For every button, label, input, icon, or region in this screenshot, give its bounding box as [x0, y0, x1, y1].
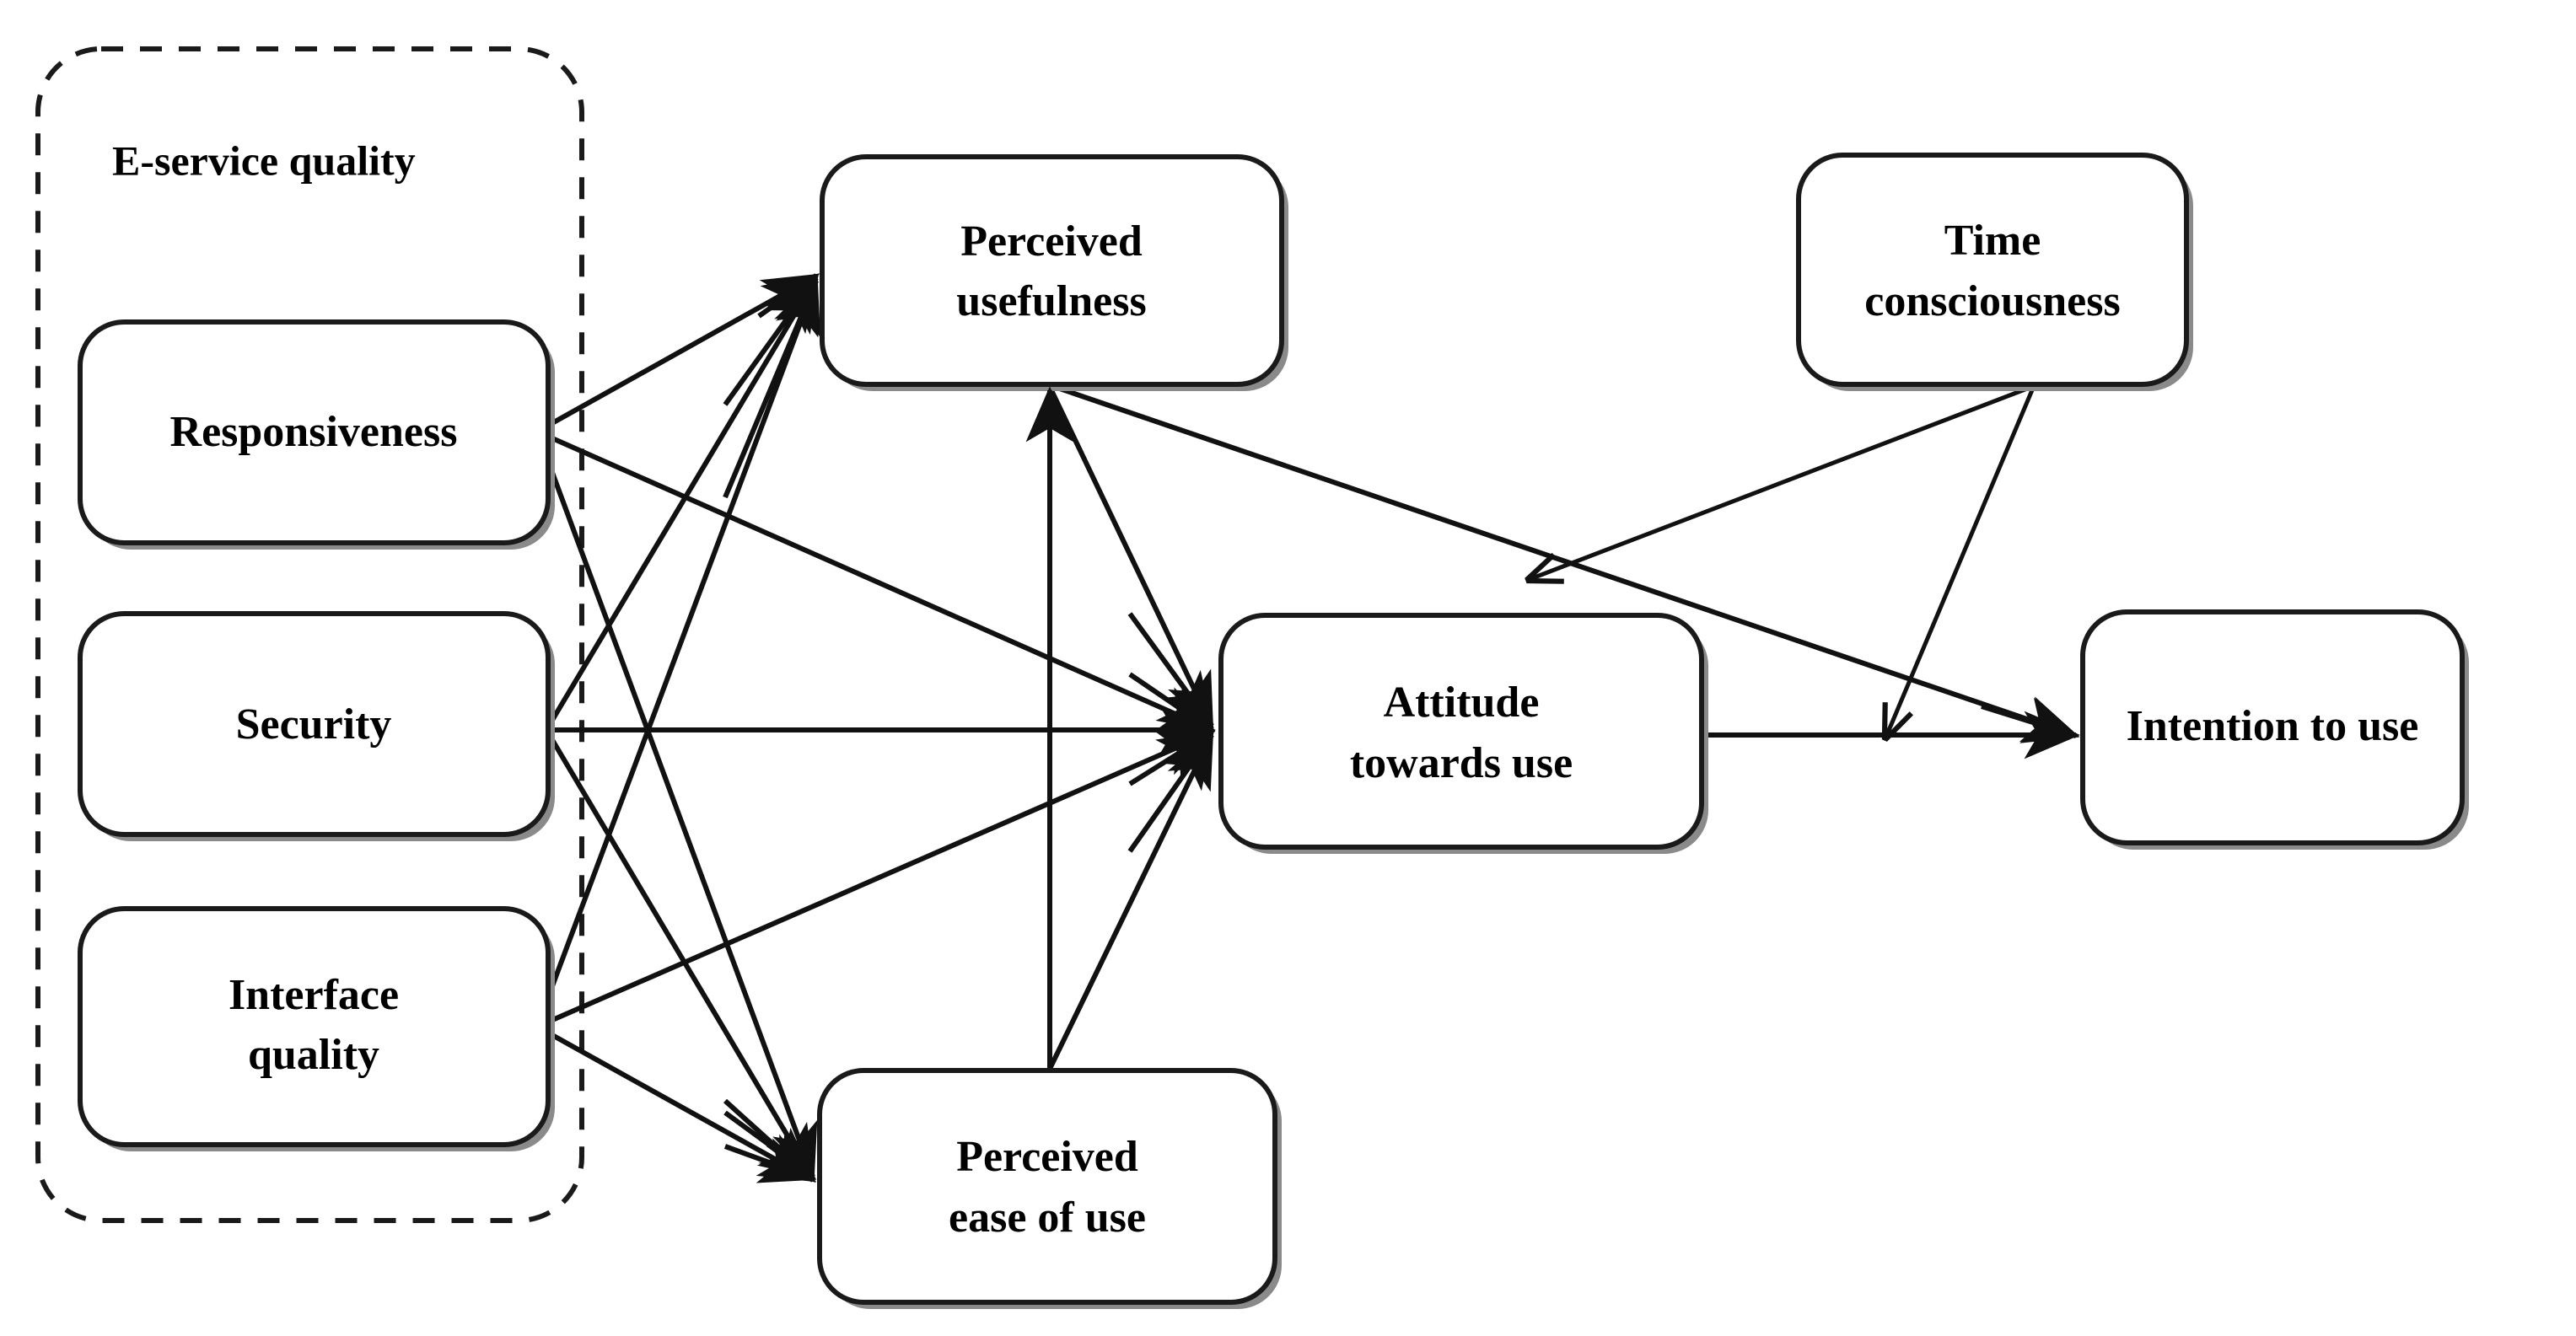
node-label-attitude-line2: towards use — [1350, 739, 1573, 787]
arrowhead-overlay-att-d — [1127, 612, 1214, 729]
node-border — [817, 1068, 1277, 1305]
node-border — [1218, 613, 1704, 850]
node-label-time-consciousness-line2: consciousness — [1864, 277, 2120, 325]
arrowhead-overlay-att-e — [1127, 732, 1214, 853]
edge-interface-quality-to-perceived-usefulness — [535, 276, 821, 1028]
node-label-security: Security — [236, 700, 392, 748]
group-label: E-service quality — [112, 137, 416, 184]
node-label-perceived-ease-of-use-line1: Perceived — [956, 1133, 1138, 1181]
edge-time-consciousness-to-pu-intention-link — [1528, 384, 2035, 580]
node-label-interface-quality-line1: Interface — [229, 971, 399, 1019]
edge-time-consciousness-to-attitude-intention-link — [1885, 385, 2036, 738]
node-label-perceived-ease-of-use-line2: ease of use — [949, 1194, 1146, 1242]
arrowhead-overlay-peou-b — [723, 1138, 817, 1183]
node-border — [820, 154, 1284, 387]
node-border — [2080, 609, 2465, 845]
edge-responsiveness-to-attitude — [535, 429, 1216, 732]
node-attitude-towards-use[interactable]: Attitude towards use — [1218, 613, 1708, 854]
node-security[interactable]: Security — [78, 611, 555, 841]
node-label-perceived-usefulness-line1: Perceived — [960, 217, 1143, 266]
node-interface-quality[interactable]: Interface quality — [78, 906, 555, 1151]
node-label-responsiveness: Responsiveness — [170, 408, 458, 456]
node-label-time-consciousness-line1: Time — [1944, 217, 2041, 265]
node-label-intention-to-use: Intention to use — [2127, 702, 2419, 750]
node-label-interface-quality-line2: quality — [248, 1031, 379, 1079]
node-time-consciousness[interactable]: Time consciousness — [1796, 153, 2193, 391]
group-dashed-border — [35, 46, 584, 1223]
edge-interface-quality-to-attitude — [535, 730, 1216, 1029]
arrowhead-overlay-pu-c — [723, 276, 819, 499]
edge-security-to-perceived-ease-of-use — [544, 728, 815, 1183]
node-label-attitude-line1: Attitude — [1384, 679, 1540, 727]
edge-responsiveness-to-perceived-ease-of-use — [535, 430, 818, 1181]
edge-security-to-perceived-usefulness — [544, 274, 819, 732]
node-responsiveness[interactable]: Responsiveness — [78, 319, 555, 550]
node-border — [78, 906, 551, 1147]
node-border — [1796, 153, 2189, 387]
arrowhead-overlay-intention-a — [1981, 697, 2080, 743]
node-border — [78, 611, 551, 837]
edge-perceived-usefulness-to-attitude — [1047, 385, 1214, 730]
node-label-perceived-usefulness-line2: usefulness — [956, 277, 1146, 325]
node-intention-to-use[interactable]: Intention to use — [2080, 609, 2469, 850]
node-perceived-usefulness[interactable]: Perceived usefulness — [820, 154, 1288, 391]
edge-arrowheads-overlay — [723, 273, 2080, 1183]
node-perceived-ease-of-use[interactable]: Perceived ease of use — [817, 1068, 1282, 1309]
e-service-quality-group: E-service quality — [35, 46, 584, 1223]
edge-interface-quality-to-perceived-ease-of-use — [535, 1024, 817, 1183]
edge-responsiveness-to-perceived-usefulness — [535, 273, 820, 434]
node-border — [78, 319, 551, 545]
arrowhead-overlay-peou-c — [723, 1098, 816, 1183]
